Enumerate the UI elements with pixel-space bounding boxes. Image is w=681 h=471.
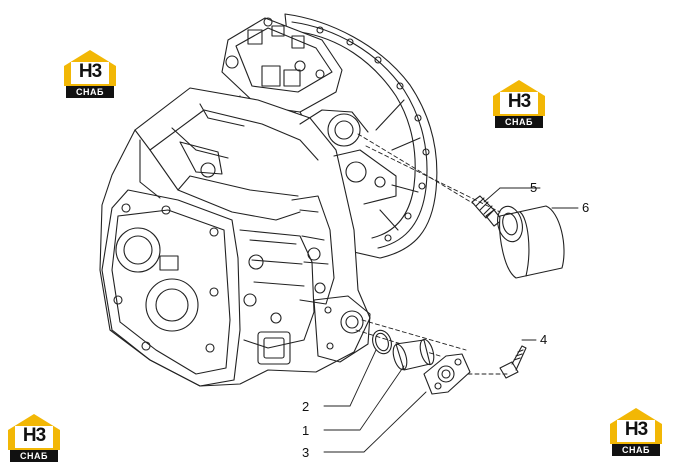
house-logo-icon [8,414,60,450]
watermark-logo-bottom-left: H3 CHAБ [6,412,62,464]
logo-mark: H3 [507,91,531,112]
part-4-bolt [499,345,527,379]
part-1-sleeve [392,338,435,371]
leader-lines [323,187,579,453]
house-logo-icon [493,80,545,116]
part-3-cover [423,353,471,395]
callout-1: 1 [302,423,309,438]
watermark-logo-top-right: H3 CHAБ [491,78,547,130]
logo-sub: CHAБ [10,450,58,462]
control-valve-block [221,17,343,135]
logo-mark: H3 [22,425,46,446]
callout-3: 3 [302,445,309,460]
logo-mark: H3 [78,61,102,82]
house-logo-icon [64,50,116,86]
callout-6: 6 [582,200,589,215]
logo-sub: CHAБ [612,444,660,456]
logo-mark: H3 [624,419,648,440]
part-6-filter [497,205,565,279]
transmission-body [99,87,397,387]
logo-sub: CHAБ [66,86,114,98]
callout-5: 5 [530,180,537,195]
watermark-logo-bottom-right: H3 CHAБ [608,406,664,458]
watermark-logo-top-left: H3 CHAБ [62,48,118,100]
part-2-o-ring [372,329,392,355]
house-logo-icon [610,408,662,444]
callout-2: 2 [302,399,309,414]
logo-sub: CHAБ [495,116,543,128]
callout-4: 4 [540,332,547,347]
